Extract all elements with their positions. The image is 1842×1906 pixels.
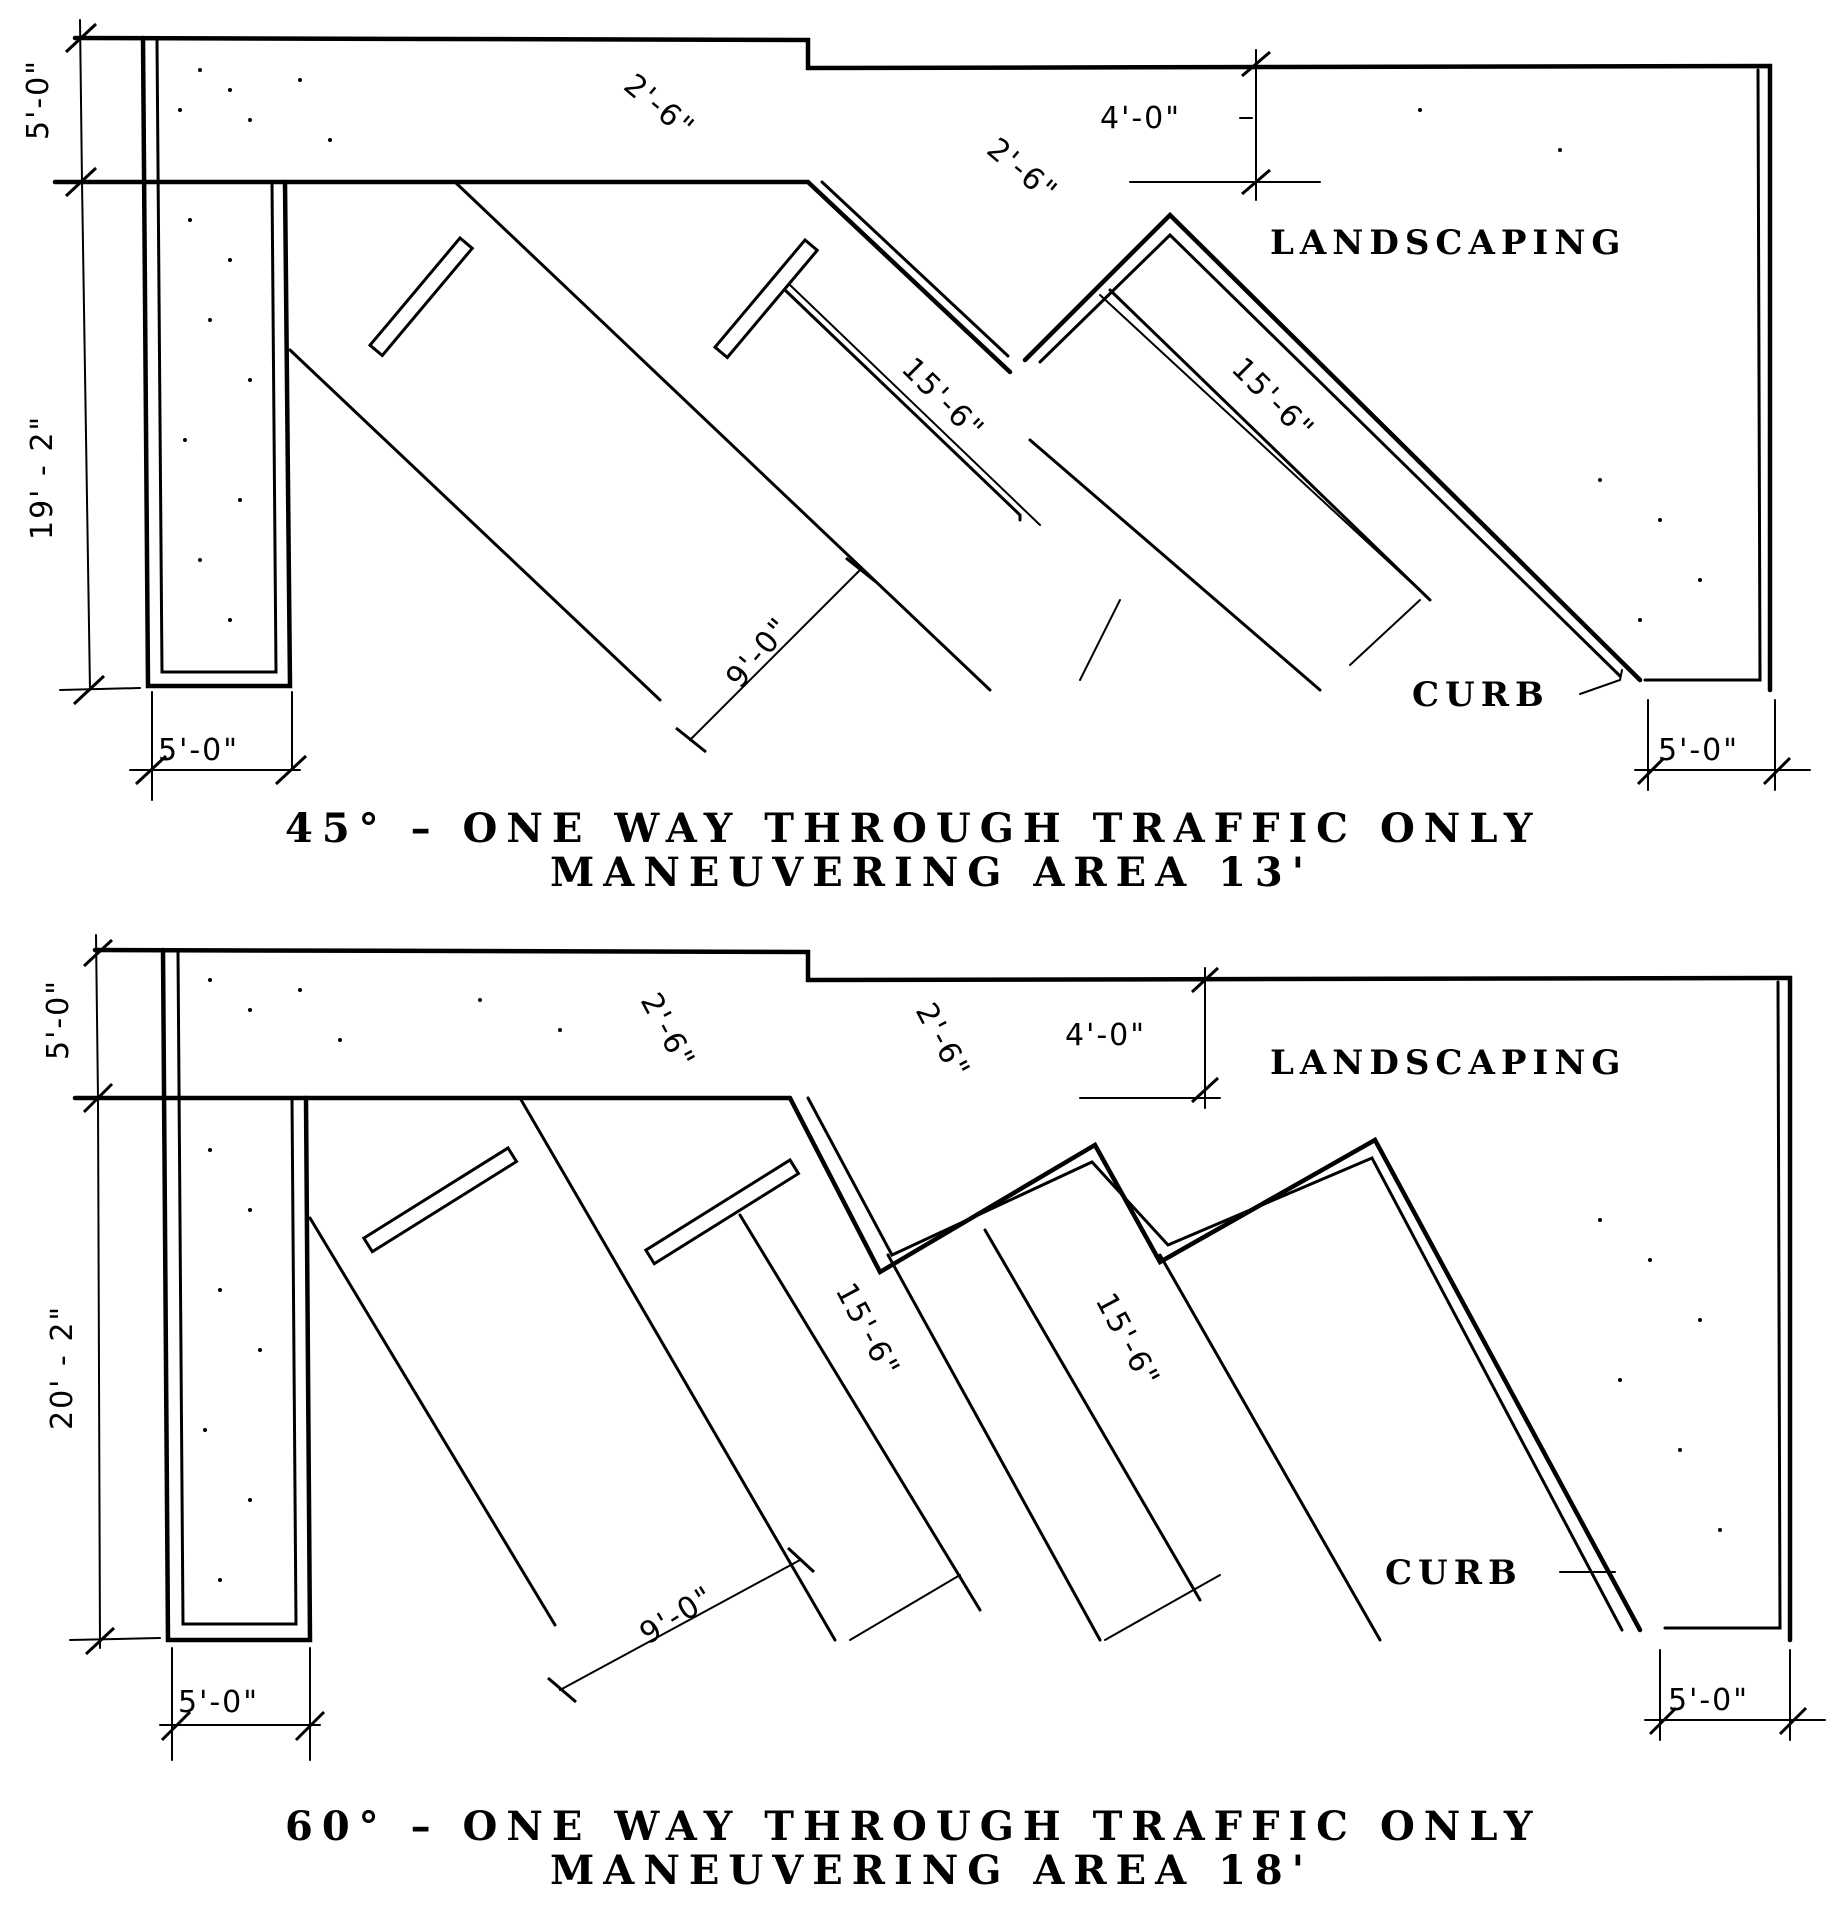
dim-overhang-2: 2'-6" — [908, 997, 977, 1085]
caption-line-2: MANEUVERING AREA 13' — [550, 849, 1313, 896]
dim-line-vertical — [79, 19, 91, 691]
dim-row-depth: 19' - 2" — [25, 415, 60, 540]
stall-line — [1158, 1253, 1382, 1642]
curb-label: CURB — [1385, 1553, 1523, 1593]
dim-top-buffer: 5'-0" — [21, 59, 56, 140]
caption-line-1: 45° – ONE WAY THROUGH TRAFFIC ONLY — [285, 805, 1541, 852]
curb-zigzag — [787, 1095, 1643, 1633]
dim-setback: 4'-0" — [1065, 1018, 1146, 1053]
property-line-top — [92, 947, 1793, 1643]
dim-stall-length-2: 15'-6" — [1224, 351, 1321, 448]
wheel-stop — [367, 235, 475, 358]
stall-line — [1028, 438, 1322, 692]
caption-line-1: 60° – ONE WAY THROUGH TRAFFIC ONLY — [285, 1803, 1541, 1850]
wheel-stop — [712, 237, 820, 360]
stall-line — [453, 180, 992, 692]
stall-line — [886, 1253, 1102, 1642]
property-line-top — [72, 35, 1773, 693]
left-island-outer — [160, 947, 313, 1643]
landscaping-label: LANDSCAPING — [1270, 223, 1626, 263]
dim-overhang-1: 2'-6" — [633, 987, 702, 1075]
stall-line — [308, 1216, 557, 1627]
dim-stall-width: 9'-0" — [719, 611, 798, 696]
landscape-stipple — [178, 68, 1702, 622]
stall-line — [783, 288, 1022, 522]
dim-left-island-width: 5'-0" — [178, 1685, 259, 1720]
curb-angled-1 — [805, 179, 1013, 375]
dim-stall-length-1: 15'-6" — [828, 1277, 907, 1384]
dim-overhang-2: 2'-6" — [980, 131, 1065, 210]
curb-angled-2 — [1022, 211, 1643, 683]
dim-stall-width: 9'-0" — [634, 1579, 721, 1652]
wheel-stop — [361, 1145, 519, 1254]
stall-line — [1108, 288, 1432, 602]
left-island-inner — [155, 38, 278, 674]
wheel-stop — [643, 1157, 801, 1266]
diagram-60-degree: 5'-0" 20' - 2" 5'-0" 5'-0" 4'-0" 2'-6" 2… — [41, 934, 1826, 1894]
dim-top-buffer: 5'-0" — [41, 979, 76, 1060]
caption-line-2: MANEUVERING AREA 18' — [550, 1847, 1313, 1894]
stall-line — [738, 1213, 982, 1612]
dim-left-island-width: 5'-0" — [158, 733, 239, 768]
landscape-stipple — [203, 978, 1722, 1582]
landscape-inner-right — [1643, 68, 1762, 682]
diagram-45-degree: 5'-0" 19' - 2" 5'-0" 5'-0" 4'-0" 2'-6" 2… — [21, 19, 1811, 896]
curb-label: CURB — [1412, 675, 1550, 715]
dim-stall-length-2: 15'-6" — [1088, 1287, 1167, 1394]
stall-line — [288, 348, 662, 702]
dim-right-island-width: 5'-0" — [1658, 733, 1739, 768]
dim-row-depth: 20' - 2" — [45, 1305, 80, 1430]
stall-line — [983, 1228, 1202, 1602]
dim-setback: 4'-0" — [1100, 101, 1181, 136]
landscaping-label: LANDSCAPING — [1270, 1043, 1626, 1083]
curb-angled-2-inner — [1038, 232, 1622, 678]
stall-line — [518, 1096, 837, 1642]
dim-overhang-1: 2'-6" — [617, 67, 702, 146]
landscape-inner-right — [1663, 980, 1782, 1630]
left-island-outer — [140, 35, 293, 689]
left-island-inner — [176, 950, 298, 1626]
dim-right-island-width: 5'-0" — [1668, 1683, 1749, 1718]
curb-angled-1-inner — [820, 180, 1010, 358]
curb-zigzag-inner — [806, 1096, 1624, 1632]
